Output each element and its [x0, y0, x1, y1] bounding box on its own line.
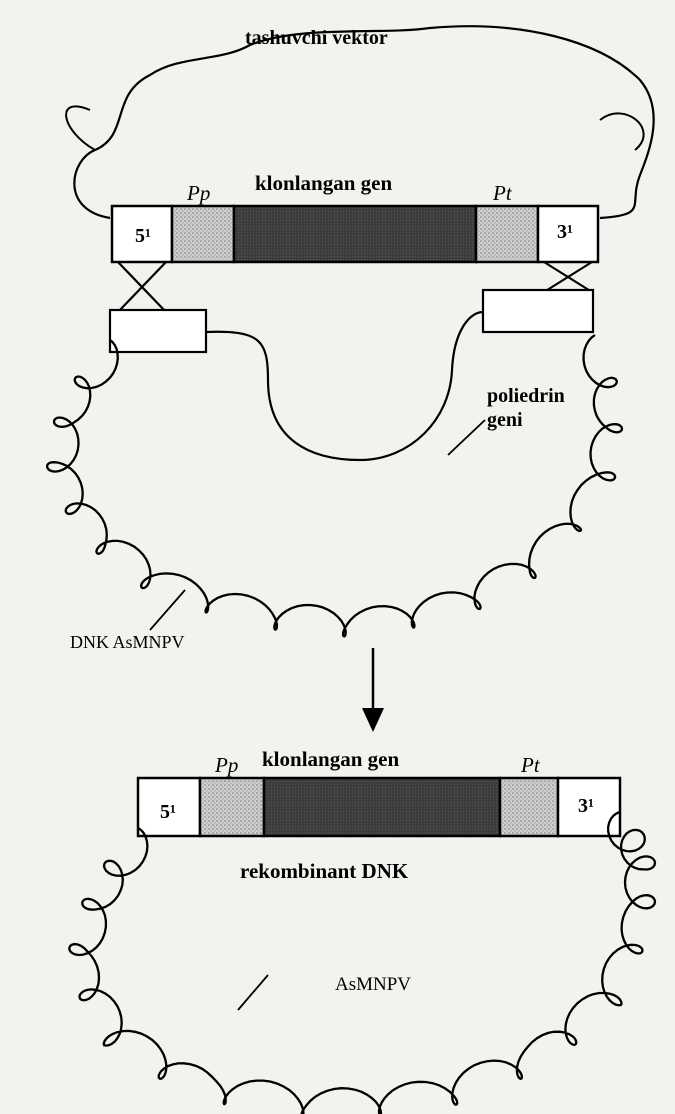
top-construct — [112, 206, 598, 262]
top-gene-label: klonlangan gen — [255, 171, 392, 195]
crossover-left — [118, 262, 166, 312]
bottom-promoter-label: Pp — [214, 753, 238, 777]
dna-label: DNK AsMNPV — [70, 632, 185, 652]
top-promoter-label: Pp — [186, 181, 210, 205]
process-arrow — [362, 648, 384, 732]
vector-label: tashuvchi vektor — [245, 27, 388, 49]
top-terminator-box — [476, 206, 538, 262]
viral-right-box — [483, 290, 593, 332]
bottom-terminator-box — [500, 778, 558, 836]
bottom-promoter-box — [200, 778, 264, 836]
virus-label: AsMNPV — [335, 974, 411, 995]
bottom-5-end-label: 5¹ — [160, 801, 176, 823]
top-3-end-label: 3¹ — [557, 221, 573, 243]
virus-pointer — [238, 975, 268, 1010]
bottom-gene-box — [264, 778, 500, 836]
polyhedrin-label-1: poliedrin — [487, 385, 565, 407]
bottom-3-end-label: 3¹ — [578, 795, 594, 817]
bottom-terminator-label: Pt — [520, 753, 541, 777]
dna-pointer — [150, 590, 185, 630]
polyhedrin-pointer — [448, 420, 485, 455]
polyhedrin-gene-line — [206, 312, 483, 460]
top-terminator-label: Pt — [492, 181, 513, 205]
viral-dna-coil-bottom — [69, 812, 655, 1114]
recombinant-label: rekombinant DNK — [240, 859, 409, 883]
crossover-right — [544, 262, 592, 292]
top-promoter-box — [172, 206, 234, 262]
bottom-gene-label: klonlangan gen — [262, 747, 399, 771]
viral-left-box — [110, 310, 206, 352]
top-gene-box — [234, 206, 476, 262]
viral-dna-coil-top — [47, 335, 622, 636]
polyhedrin-label-2: geni — [487, 409, 523, 431]
top-5-end-label: 5¹ — [135, 225, 151, 247]
bottom-construct — [138, 778, 620, 836]
